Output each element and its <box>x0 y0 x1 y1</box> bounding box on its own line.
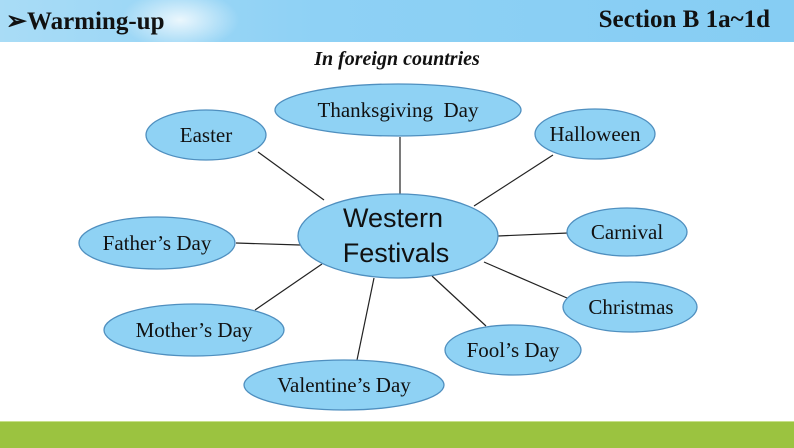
connector-easter <box>257 151 325 201</box>
connector-fools-day <box>431 275 487 327</box>
connector-mothers <box>254 263 323 311</box>
cloud-decoration <box>120 0 240 50</box>
section-label: Section B 1a~1d <box>598 6 770 33</box>
connector-carnival <box>497 232 569 237</box>
connector-valentines <box>356 277 375 361</box>
label-valentines: Valentine’s Day <box>277 373 411 397</box>
subtitle: In foreign countries <box>314 48 480 70</box>
node-easter <box>145 109 267 161</box>
connector-halloween <box>473 154 554 207</box>
label-carnival: Carnival <box>591 220 663 244</box>
node-mothers <box>103 303 285 357</box>
connector-christmas <box>483 261 568 299</box>
node-carnival <box>566 207 688 257</box>
label-thanksgiving: Thanksgiving Day <box>318 98 479 122</box>
center-node <box>297 193 499 279</box>
label-christmas: Christmas <box>588 295 673 319</box>
label-halloween: Halloween <box>550 122 641 146</box>
node-halloween <box>534 108 656 160</box>
header-bar: ➢Warming-up Section B 1a~1d <box>0 0 794 50</box>
node-thanksgiving <box>274 83 522 137</box>
node-christmas <box>562 281 698 333</box>
center-line1: Western <box>343 203 443 233</box>
center-line2: Festivals <box>343 238 450 268</box>
node-valentines <box>243 359 445 411</box>
node-fools-day <box>444 324 582 376</box>
connectors <box>235 137 569 361</box>
label-easter: Easter <box>180 123 232 147</box>
connector-fathers <box>235 242 301 246</box>
label-fools-day: Fool’s Day <box>467 338 560 362</box>
label-mothers: Mother’s Day <box>136 318 253 342</box>
node-fathers <box>78 216 236 270</box>
slide-title: ➢Warming-up <box>6 8 165 35</box>
label-fathers: Father’s Day <box>103 231 212 255</box>
grass-decoration <box>0 421 794 448</box>
